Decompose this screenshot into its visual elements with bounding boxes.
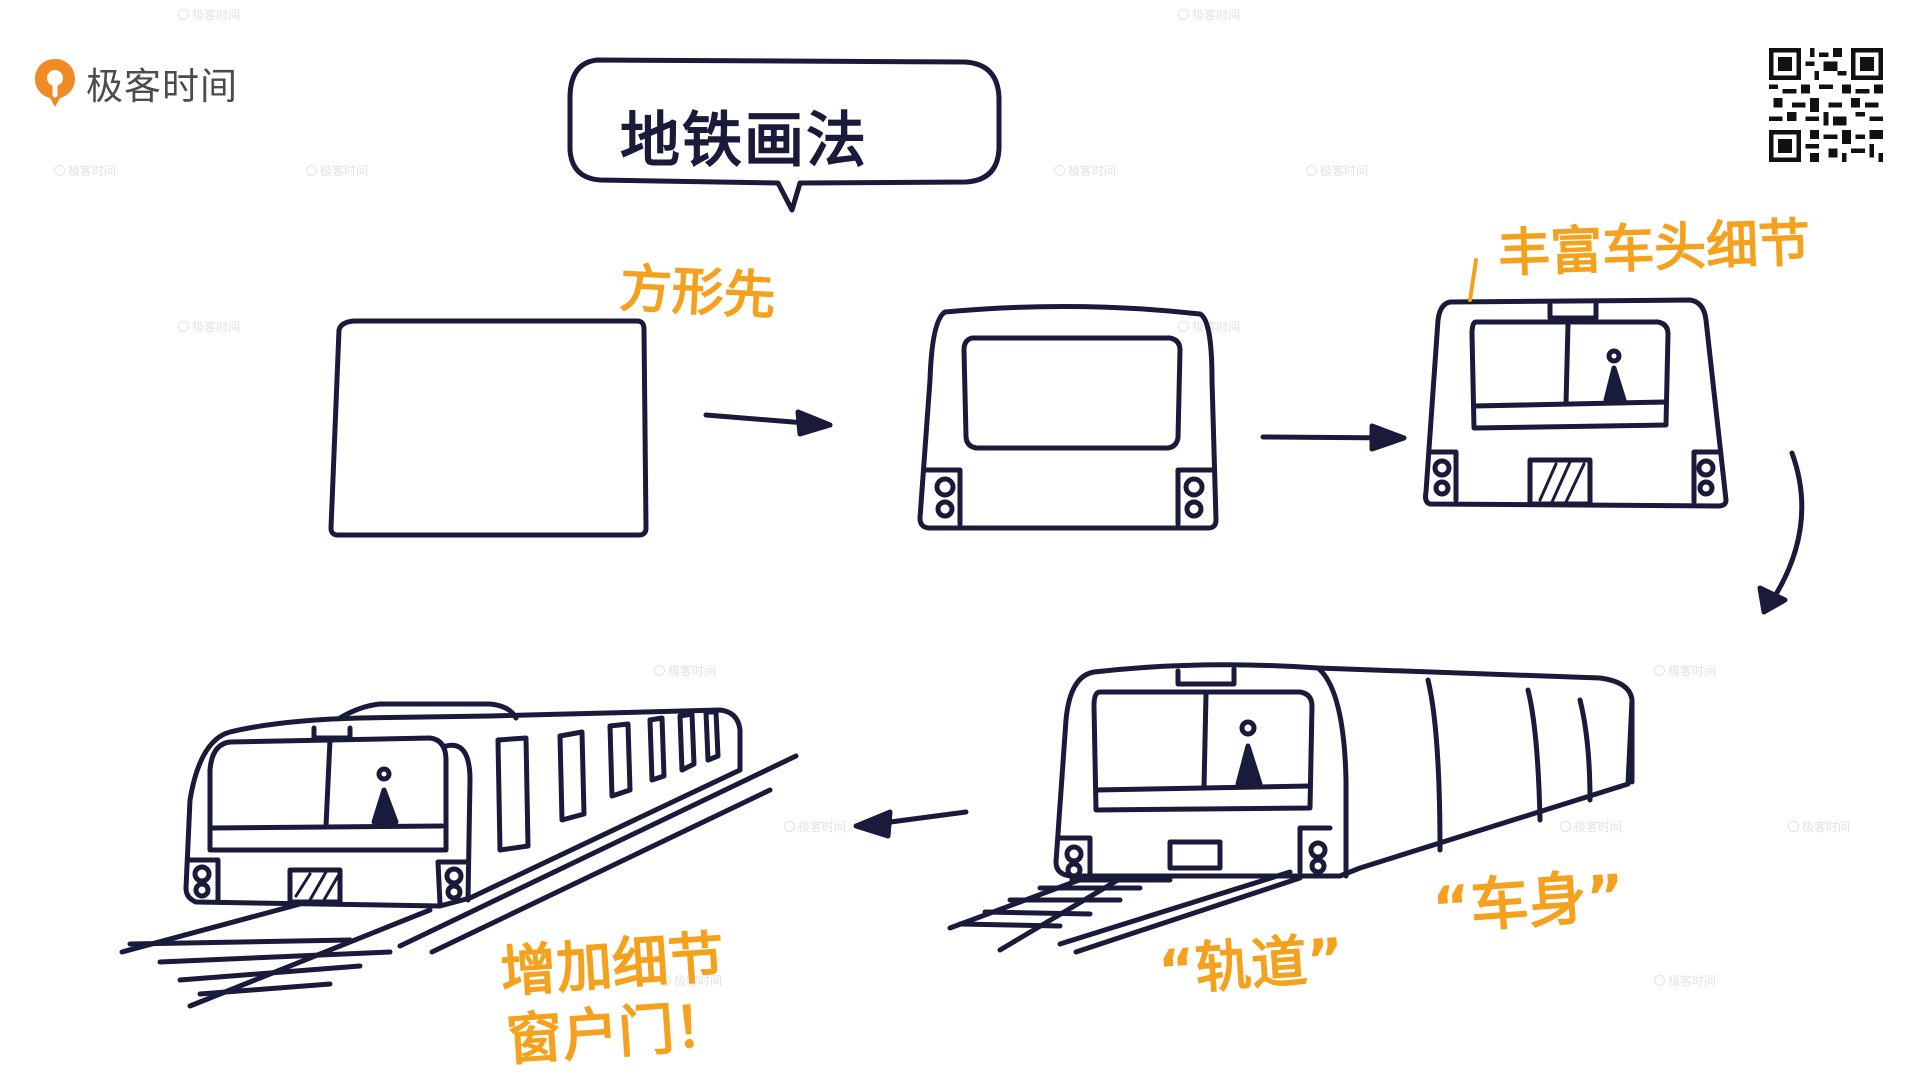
step3-train-front <box>1423 258 1729 509</box>
watermark: 极客时间 <box>1560 818 1622 835</box>
qr-code-icon <box>1769 48 1883 162</box>
label-step1: 方形先 <box>618 258 778 328</box>
label-body: “车身” <box>1430 861 1627 943</box>
brand-logo: 极客时间 <box>32 56 238 110</box>
arrow-head-icon <box>1757 585 1788 615</box>
watermark: 极客时间 <box>54 162 116 179</box>
title-speech-bubble <box>567 57 1002 213</box>
arrow-head-icon <box>795 409 833 437</box>
step1-square <box>328 318 649 538</box>
step5-full-train <box>119 701 799 1009</box>
arrow-head-icon <box>1369 423 1407 452</box>
page-title: 地铁画法 <box>620 106 868 176</box>
label-details-line2: 窗户门！ <box>504 993 733 1074</box>
watermark: 极客时间 <box>1054 162 1116 179</box>
watermark: 极客时间 <box>784 818 846 835</box>
arrow-head-icon <box>853 809 893 839</box>
step3-arrow <box>1765 450 1805 610</box>
watermark: 极客时间 <box>1788 818 1850 835</box>
watermark: 极客时间 <box>654 662 716 679</box>
watermark: 极客时间 <box>1178 6 1240 23</box>
watermark: 极客时间 <box>660 972 722 989</box>
watermark: 极客时间 <box>1178 318 1240 335</box>
step4-train-with-body <box>947 662 1635 955</box>
label-step3-details: 丰富车头细节 <box>1497 213 1812 285</box>
watermark: 极客时间 <box>1654 662 1716 679</box>
label-track: “轨道” <box>1156 926 1346 1005</box>
watermark: 极客时间 <box>1654 972 1716 989</box>
watermark: 极客时间 <box>1306 162 1368 179</box>
watermark: 极客时间 <box>178 318 240 335</box>
brand-name: 极客时间 <box>86 65 238 108</box>
step2-train-front <box>917 303 1219 531</box>
watermark: 极客时间 <box>306 162 368 179</box>
logo-pin-icon <box>35 59 75 107</box>
watermark: 极客时间 <box>178 6 240 23</box>
